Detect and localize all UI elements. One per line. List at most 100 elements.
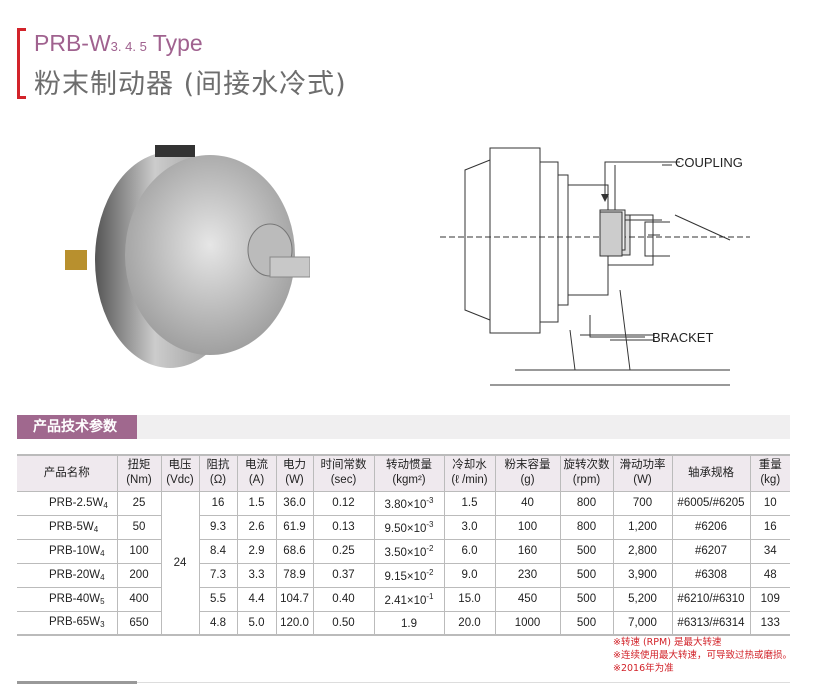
column-header: 粉末容量 (g)	[494, 455, 560, 491]
bearing-cell: #6210/#6310	[671, 586, 750, 611]
product-name-sub: 3	[100, 620, 105, 630]
column-header: 电流(A)	[236, 455, 276, 491]
inertia-cell: 9.50×10-3	[373, 514, 444, 539]
header-label: 旋转次数	[563, 459, 610, 472]
inertia-exponent: -3	[426, 495, 434, 505]
rpm-cell: 500	[559, 562, 613, 587]
brake-product-photo	[65, 145, 310, 368]
inertia-value: 9.15×10	[384, 570, 427, 583]
rpm-cell: 800	[559, 490, 613, 515]
column-header: 转动惯量(kgm²)	[373, 455, 444, 491]
product-name-cell: PRB-10W4	[17, 538, 117, 563]
header-label: 轴承规格	[688, 466, 734, 479]
table-header-row: 产品名称扭矩(Nm)电压(Vdc)阻抗(Ω)电流(A)电力(W)时间常数(sec…	[17, 455, 790, 491]
product-name-sub: 5	[100, 596, 105, 606]
water-cell: 20.0	[443, 610, 495, 635]
ohm-cell: 16	[198, 490, 237, 515]
header-label: 重量	[758, 459, 782, 472]
header-label: 转动惯量	[386, 459, 432, 472]
power-cell: 61.9	[275, 514, 313, 539]
ohm-cell: 4.8	[198, 610, 237, 635]
weight-cell: 109	[749, 586, 790, 611]
inertia-value: 3.50×10	[384, 546, 427, 559]
inertia-cell: 1.9	[373, 610, 444, 635]
ohm-cell: 9.3	[198, 514, 237, 539]
inertia-exponent: -3	[426, 519, 434, 529]
torque-cell: 650	[116, 610, 161, 635]
column-header: 旋转次数(rpm)	[559, 455, 613, 491]
header-label: 粉末容量	[504, 459, 551, 472]
bearing-cell: #6308	[671, 562, 750, 587]
power-cell: 78.9	[275, 562, 313, 587]
column-header: 重量 (kg)	[749, 455, 790, 491]
torque-cell: 25	[116, 490, 161, 515]
spec-table: 产品名称扭矩(Nm)电压(Vdc)阻抗(Ω)电流(A)电力(W)时间常数(sec…	[17, 454, 790, 636]
footnotes: ※转速 (RPM) 是最大转速 ※连续使用最大转速，可导致过热或磨损。 ※201…	[613, 636, 792, 675]
rpm-cell: 500	[559, 610, 613, 635]
weight-cell: 10	[749, 490, 790, 515]
product-name-sub: 4	[103, 500, 108, 510]
water-cell: 9.0	[443, 562, 495, 587]
powder-cell: 230	[494, 562, 560, 587]
ohm-cell: 8.4	[198, 538, 237, 563]
torque-cell: 400	[116, 586, 161, 611]
header-label: 产品名称	[43, 466, 90, 479]
water-cell: 1.5	[443, 490, 495, 515]
weight-cell: 48	[749, 562, 790, 587]
header-label: 冷却水	[452, 459, 487, 472]
time-cell: 0.25	[312, 538, 374, 563]
time-cell: 0.13	[312, 514, 374, 539]
divider	[137, 682, 790, 683]
time-cell: 0.50	[312, 610, 374, 635]
inertia-exponent: -1	[426, 591, 434, 601]
slip-cell: 7,000	[612, 610, 672, 635]
column-header: 产品名称	[17, 455, 117, 491]
inertia-exponent: -2	[426, 567, 434, 577]
product-name-cell: PRB-65W3	[17, 610, 117, 635]
header-unit: (Vdc)	[166, 474, 194, 487]
rpm-cell: 500	[559, 586, 613, 611]
inertia-value: 9.50×10	[384, 522, 427, 535]
water-cell: 15.0	[443, 586, 495, 611]
power-cell: 120.0	[275, 610, 313, 635]
powder-cell: 450	[494, 586, 560, 611]
header-unit: (Ω)	[209, 474, 227, 487]
inertia-value: 3.80×10	[384, 498, 427, 511]
product-name-cell: PRB-5W4	[17, 514, 117, 539]
product-name: PRB-40W	[49, 592, 101, 605]
rpm-cell: 800	[559, 514, 613, 539]
product-name-cell: PRB-20W4	[17, 562, 117, 587]
column-header: 阻抗 (Ω)	[198, 455, 237, 491]
header-label: 电流	[245, 459, 268, 472]
amp-cell: 2.9	[236, 538, 276, 563]
slip-cell: 3,900	[612, 562, 672, 587]
amp-cell: 5.0	[236, 610, 276, 635]
column-header: 电压 (Vdc)	[160, 455, 199, 491]
header-label: 阻抗	[206, 459, 230, 472]
header-unit: (g)	[520, 474, 535, 487]
ohm-cell: 5.5	[198, 586, 237, 611]
inertia-cell: 3.50×10-2	[373, 538, 444, 563]
inertia-exponent: -2	[426, 543, 434, 553]
voltage-cell: 24	[160, 490, 199, 635]
header-unit: (W)	[285, 474, 304, 487]
inertia-value: 2.41×10	[384, 594, 427, 607]
footnote: ※转速 (RPM) 是最大转速	[613, 637, 722, 648]
divider	[17, 681, 137, 684]
water-cell: 6.0	[443, 538, 495, 563]
product-name-sub: 4	[100, 572, 105, 582]
powder-cell: 40	[494, 490, 560, 515]
amp-cell: 1.5	[236, 490, 276, 515]
bearing-cell: #6313/#6314	[671, 610, 750, 635]
product-subtitle: 粉末制动器 (间接水冷式)	[34, 69, 347, 100]
header-label: 电压	[168, 459, 192, 472]
product-type-title: PRB-W3. 4. 5 Type	[34, 30, 203, 56]
ohm-cell: 7.3	[198, 562, 237, 587]
section-bar	[17, 415, 790, 439]
header-unit: (kg)	[760, 474, 781, 487]
footnote: ※2016年为准	[613, 663, 674, 674]
